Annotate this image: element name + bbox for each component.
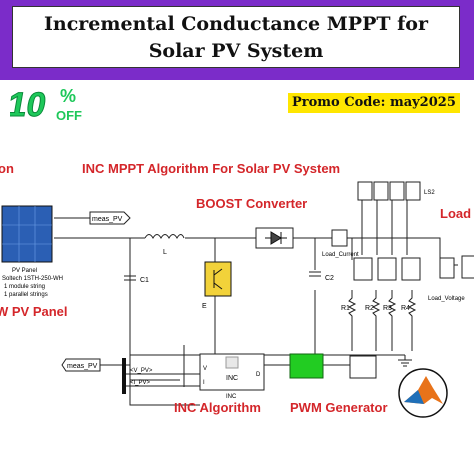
- pv-block-line2: 1 module string: [4, 284, 45, 290]
- ground-symbol: [398, 359, 412, 367]
- switch-control-2[interactable]: [373, 181, 389, 201]
- pv-block-line1: Soltech 1STH-250-WH: [2, 276, 63, 282]
- heading-left-fragment: on: [0, 161, 14, 176]
- matlab-logo: [398, 368, 448, 418]
- pv-block-name: PV Panel: [12, 268, 37, 274]
- inc-caption: INC: [226, 394, 237, 400]
- pwm-output-block[interactable]: [349, 355, 377, 379]
- bus-selector[interactable]: [122, 358, 126, 394]
- scope-block[interactable]: [461, 255, 474, 279]
- switch-control-3[interactable]: [389, 181, 405, 201]
- pv-panel-label: W PV Panel: [0, 304, 68, 319]
- igbt-switch[interactable]: [204, 261, 232, 297]
- diode-symbol: [265, 231, 287, 245]
- load-switch-1[interactable]: [353, 257, 373, 281]
- badge-off: OFF: [56, 108, 82, 123]
- boost-label: BOOST Converter: [196, 196, 307, 211]
- badge-number: 10: [10, 86, 49, 124]
- c1-label: C1: [140, 277, 149, 284]
- inc-block[interactable]: [199, 353, 265, 391]
- inductor-l[interactable]: [144, 234, 185, 240]
- pv-block-line3: 1 parallel strings: [4, 292, 48, 298]
- pwm-block[interactable]: [289, 353, 324, 379]
- pwm-generator-label: PWM Generator: [290, 400, 388, 415]
- promo-code: Promo Code: may2025: [288, 93, 460, 113]
- c2-label: C2: [325, 275, 334, 282]
- title-banner: Incremental Conductance MPPT for Solar P…: [0, 0, 474, 80]
- r2-label: R2: [365, 305, 374, 312]
- meas-pv-bottom-label: meas_PV: [67, 363, 98, 370]
- discount-badge: 10 % OFF: [10, 86, 82, 125]
- v-pv-signal-label: <V_PV>: [130, 368, 153, 374]
- inc-port-v: V: [203, 366, 207, 372]
- pv-panel-block[interactable]: [1, 205, 53, 263]
- load-voltage-label: Load_Voltage: [428, 296, 465, 302]
- igbt-symbol: [213, 268, 223, 290]
- meas-pv-from-tag[interactable]: [61, 358, 101, 372]
- pv-cells: [2, 206, 52, 262]
- i-pv-signal-label: <I_PV>: [130, 380, 151, 386]
- title-line-1: Incremental Conductance MPPT for: [44, 13, 428, 35]
- inc-block-name: INC: [226, 375, 238, 382]
- voltage-sensor[interactable]: [439, 257, 455, 279]
- matlab-function-icon: [225, 356, 239, 369]
- meas-pv-goto-tag[interactable]: [89, 211, 131, 225]
- load-resistors: [347, 290, 417, 351]
- e-label: E: [202, 303, 207, 310]
- r3-label: R3: [383, 305, 392, 312]
- meas-pv-top-label: meas_PV: [92, 216, 123, 223]
- r1-label: R1: [341, 305, 350, 312]
- switch-control-4[interactable]: [405, 181, 421, 201]
- diagram-heading: INC MPPT Algorithm For Solar PV System: [82, 161, 340, 176]
- simulink-diagram: on INC MPPT Algorithm For Solar PV Syste…: [0, 161, 474, 418]
- load-label: Load: [440, 206, 471, 221]
- inductor-label: L: [163, 249, 167, 256]
- title-line-2: Solar PV System: [148, 40, 324, 62]
- current-sensor[interactable]: [331, 229, 348, 247]
- badge-percent: %: [60, 86, 76, 106]
- inc-port-i: I: [203, 380, 205, 386]
- inc-port-d: D: [256, 372, 261, 378]
- page-title: Incremental Conductance MPPT for Solar P…: [12, 6, 460, 68]
- load-current-label: Load_Current: [322, 252, 359, 258]
- r4-label: R4: [401, 305, 410, 312]
- load-switch-3[interactable]: [401, 257, 421, 281]
- switch-control-1[interactable]: [357, 181, 373, 201]
- inc-algorithm-label: INC Algorithm: [174, 400, 261, 415]
- load-switch-2[interactable]: [377, 257, 397, 281]
- ls2-label: LS2: [424, 190, 435, 196]
